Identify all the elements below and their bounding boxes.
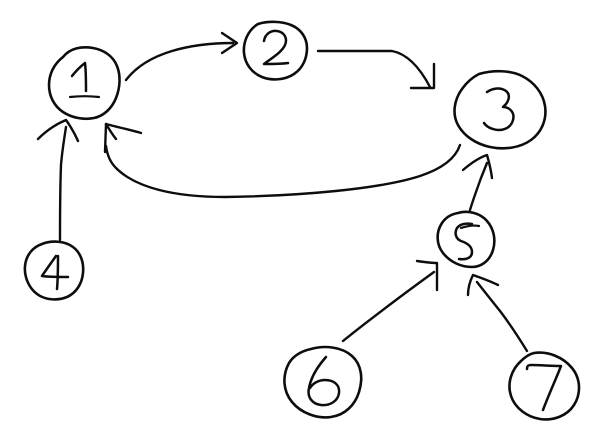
node-4-glyph [40, 254, 70, 279]
edge-5-to-3-arrowhead [461, 153, 494, 180]
edge-6-to-5-arrowhead [415, 259, 439, 292]
node-4-outline [23, 240, 85, 301]
node-5-glyph-flourish [459, 224, 481, 230]
node-1-glyph [70, 61, 88, 93]
edge-2-to-3-arrowhead [409, 62, 436, 90]
edge-1-to-2-line [124, 41, 235, 82]
node-3[interactable]: 3 [0, 0, 547, 150]
edge-7-to-5[interactable] [466, 273, 529, 353]
edge-1-to-2[interactable] [124, 31, 239, 82]
node-1[interactable]: 1 [0, 0, 121, 121]
edge-4-to-1[interactable] [36, 118, 80, 242]
node-5-outline [436, 210, 496, 269]
edge-2-to-3-line [316, 49, 432, 89]
node-4-glyph-stem [55, 254, 60, 291]
node-7-outline [508, 351, 581, 421]
node-7-glyph [525, 363, 563, 412]
node-4[interactable]: 4 [0, 0, 85, 301]
node-6[interactable]: 6 [0, 0, 363, 419]
edge-4-to-1-line [58, 125, 68, 242]
node-5-glyph [454, 222, 474, 261]
edge-3-to-1-arrowhead [103, 122, 143, 154]
edge-3-to-1-arrowhead-barb [104, 122, 118, 141]
node-5[interactable]: 5 [0, 0, 496, 269]
node-6-outline [283, 345, 363, 419]
edge-2-to-3[interactable] [316, 49, 436, 90]
edge-3-to-1-line [104, 143, 462, 199]
node-1-outline [47, 45, 121, 121]
edge-5-to-3-line [468, 161, 489, 212]
node-1-underline [68, 95, 101, 99]
node-3-glyph [482, 87, 515, 132]
edge-1-to-2-arrowhead [220, 31, 239, 55]
node-2-glyph [262, 29, 290, 66]
node-2[interactable]: 2 [0, 0, 309, 81]
edge-5-to-3[interactable] [461, 153, 494, 212]
node-3-outline [453, 69, 547, 150]
node-2-outline [242, 20, 309, 81]
node-6-glyph [307, 355, 341, 407]
edge-3-to-1[interactable] [103, 122, 462, 199]
edge-6-to-5[interactable] [341, 259, 439, 343]
node-7[interactable]: 7 [0, 0, 581, 421]
edge-4-to-1-arrowhead [36, 118, 80, 143]
edge-6-to-5-line [341, 270, 436, 343]
edge-7-to-5-arrowhead [466, 273, 500, 297]
edge-7-to-5-line [475, 280, 529, 353]
